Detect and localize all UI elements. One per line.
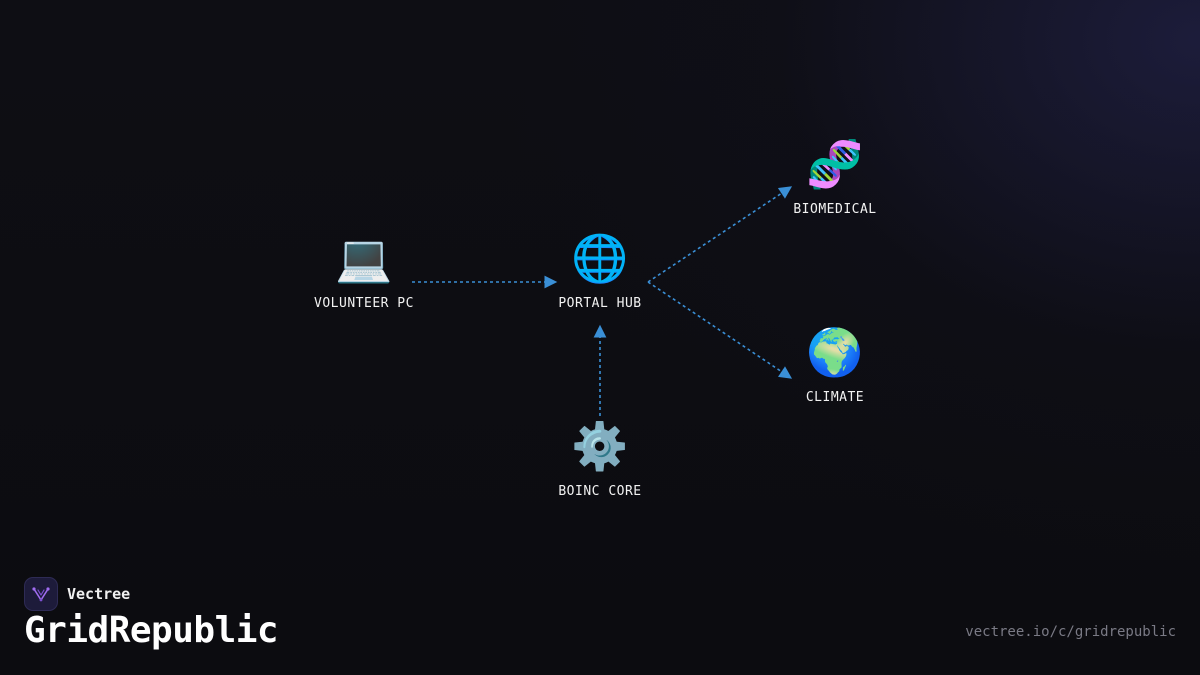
node-label-portal-hub: PORTAL HUB	[558, 296, 642, 311]
globe-network-icon: 🌐	[571, 231, 629, 285]
node-boinc-core: ⚙️ BOINC CORE	[530, 418, 670, 499]
node-volunteer-pc: 💻 VOLUNTEER PC	[294, 230, 434, 311]
vectree-logo-icon	[24, 577, 58, 611]
laptop-icon: 💻	[335, 231, 393, 285]
page-title: GridRepublic	[24, 610, 279, 651]
dna-icon: 🧬	[806, 137, 864, 191]
edge-portal-hub-to-biomedical	[647, 186, 793, 283]
page-url: vectree.io/c/gridrepublic	[965, 624, 1176, 640]
earth-globe-icon: 🌍	[806, 325, 864, 379]
edge-portal-hub-to-climate	[647, 281, 793, 379]
node-portal-hub: 🌐 PORTAL HUB	[530, 230, 670, 311]
node-label-biomedical: BIOMEDICAL	[793, 202, 877, 217]
node-label-climate: CLIMATE	[805, 390, 865, 405]
node-label-boinc-core: BOINC CORE	[558, 484, 642, 499]
node-label-volunteer-pc: VOLUNTEER PC	[314, 296, 414, 311]
node-biomedical: 🧬 BIOMEDICAL	[765, 136, 905, 217]
brand: Vectree	[24, 577, 130, 611]
node-climate: 🌍 CLIMATE	[765, 324, 905, 405]
brand-name: Vectree	[67, 585, 131, 603]
gear-icon: ⚙️	[571, 419, 629, 473]
